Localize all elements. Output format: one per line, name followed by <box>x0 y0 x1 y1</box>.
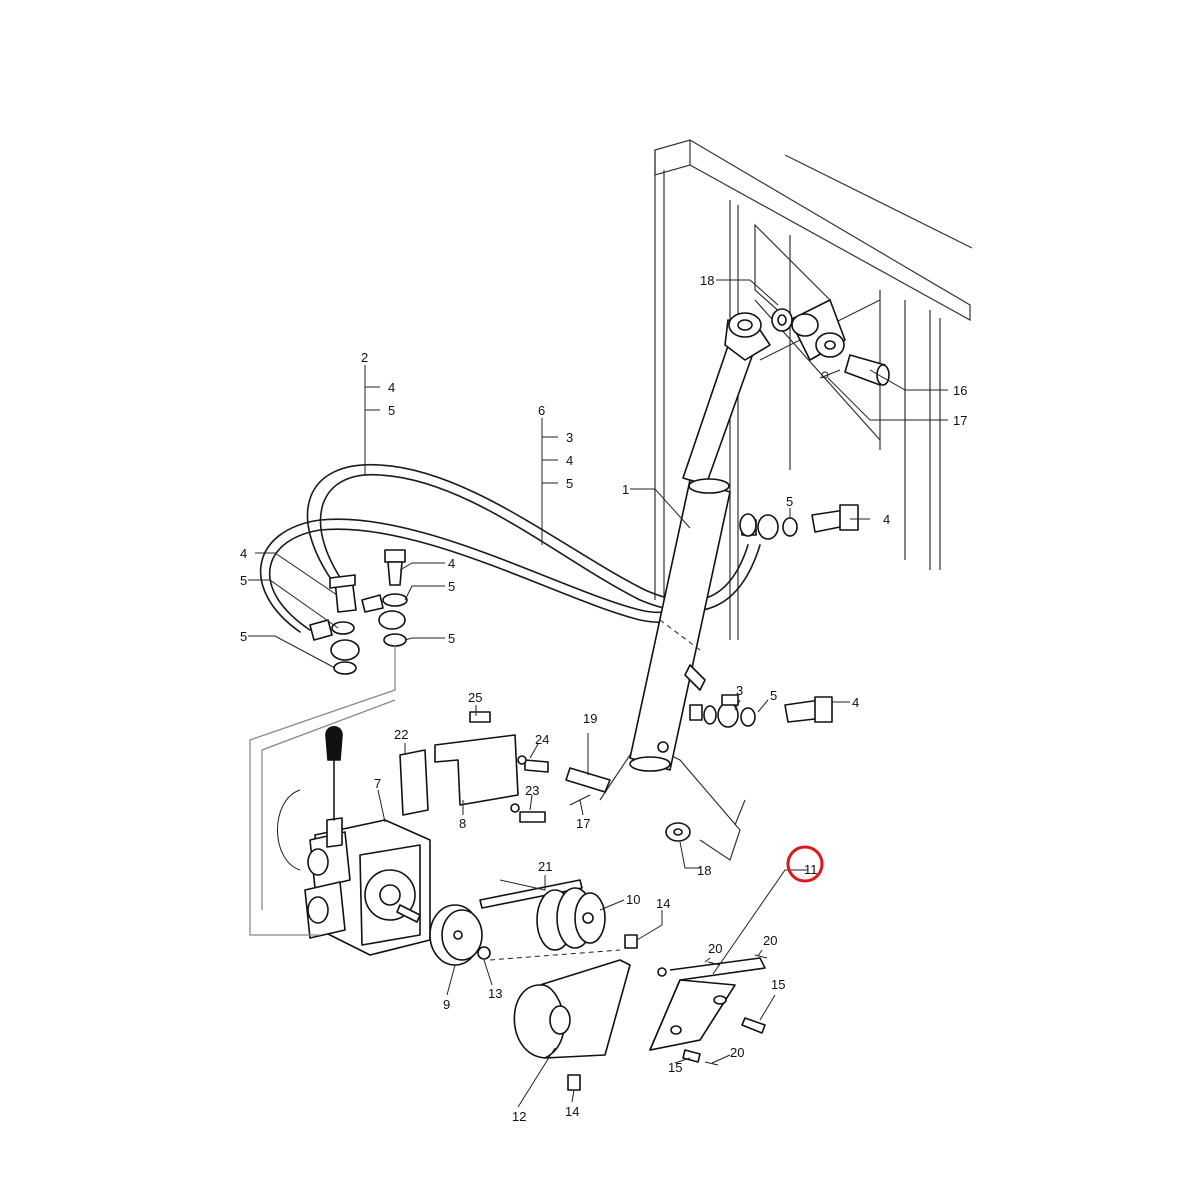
highlight-ring <box>786 845 824 883</box>
callout-20-c: 20 <box>730 1045 744 1060</box>
callout-16: 16 <box>953 383 967 398</box>
callout-21: 21 <box>538 859 552 874</box>
callout-12: 12 <box>512 1109 526 1124</box>
callout-22: 22 <box>394 727 408 742</box>
callout-10: 10 <box>626 892 640 907</box>
callout-17-upper: 17 <box>953 413 967 428</box>
callout-14-lower: 14 <box>565 1104 579 1119</box>
callout-1: 1 <box>622 482 629 497</box>
callout-4-upper: 4 <box>883 512 890 527</box>
callout-8: 8 <box>459 816 466 831</box>
callout-18-upper: 18 <box>700 273 714 288</box>
callout-5-left-a: 5 <box>240 573 247 588</box>
callout-9: 9 <box>443 997 450 1012</box>
callout-6: 6 <box>538 403 545 418</box>
callout-17-lower: 17 <box>576 816 590 831</box>
callout-3-lower: 3 <box>736 683 743 698</box>
callout-2-4: 4 <box>388 380 395 395</box>
callout-7: 7 <box>374 776 381 791</box>
callout-13: 13 <box>488 986 502 1001</box>
left-fittings <box>309 549 408 675</box>
callout-24: 24 <box>535 732 549 747</box>
callout-15-right: 15 <box>771 977 785 992</box>
callout-20-a: 20 <box>708 941 722 956</box>
belt-guard <box>513 959 631 1091</box>
mounting-plate <box>649 954 768 1066</box>
callout-4-left-top: 4 <box>448 556 455 571</box>
pulleys-and-belt <box>429 879 638 966</box>
grouping-brackets <box>249 645 396 936</box>
callout-20-b: 20 <box>763 933 777 948</box>
callout-18-lower: 18 <box>697 863 711 878</box>
hydraulic-cylinder <box>629 312 771 772</box>
callout-19: 19 <box>583 711 597 726</box>
callout-15-lower: 15 <box>668 1060 682 1075</box>
callout-labels: 1 2 4 5 6 3 4 5 3 4 4 4 4 4 5 5 5 5 5 5 … <box>240 273 967 1124</box>
callout-5-left-b: 5 <box>240 629 247 644</box>
cylinder-fittings <box>703 504 859 728</box>
callout-5-upper: 5 <box>786 494 793 509</box>
callout-6-3: 3 <box>566 430 573 445</box>
leader-lines <box>248 279 948 1108</box>
callout-25: 25 <box>468 690 482 705</box>
mount-brackets <box>399 711 691 842</box>
upper-clevis <box>771 299 890 386</box>
callout-11: 11 <box>804 862 818 877</box>
callout-4-left: 4 <box>240 546 247 561</box>
callout-5-left-d: 5 <box>448 631 455 646</box>
callout-6-4: 4 <box>566 453 573 468</box>
control-valve <box>277 725 431 956</box>
callout-2: 2 <box>361 350 368 365</box>
callout-5-left-c: 5 <box>448 579 455 594</box>
callout-5-lower: 5 <box>770 688 777 703</box>
callout-14-upper: 14 <box>656 896 670 911</box>
callout-6-5: 5 <box>566 476 573 491</box>
callout-4-lower: 4 <box>852 695 859 710</box>
callout-2-5: 5 <box>388 403 395 418</box>
callout-23: 23 <box>525 783 539 798</box>
